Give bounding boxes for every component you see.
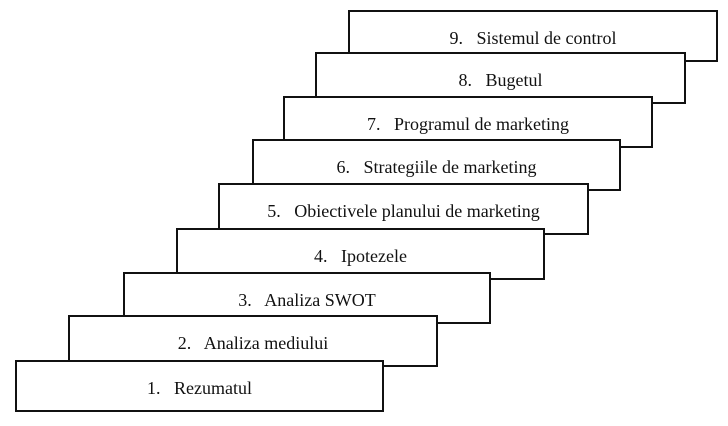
step-label: 8. Bugetul bbox=[458, 70, 543, 90]
step-2-box: 2. Analiza mediului bbox=[68, 315, 438, 367]
step-8-box: 8. Bugetul bbox=[315, 52, 686, 104]
step-label: 7. Programul de marketing bbox=[367, 114, 569, 134]
step-label: 6. Strategiile de marketing bbox=[336, 157, 537, 177]
step-label: 9. Sistemul de control bbox=[449, 28, 617, 48]
step-label: 5. Obiectivele planului de marketing bbox=[267, 201, 540, 221]
step-label: 3. Analiza SWOT bbox=[238, 290, 376, 310]
step-label: 4. Ipotezele bbox=[314, 246, 407, 266]
step-label: 1. Rezumatul bbox=[147, 378, 252, 398]
step-4-box: 4. Ipotezele bbox=[176, 228, 545, 280]
step-label: 2. Analiza mediului bbox=[177, 333, 329, 353]
step-1-box: 1. Rezumatul bbox=[15, 360, 384, 412]
